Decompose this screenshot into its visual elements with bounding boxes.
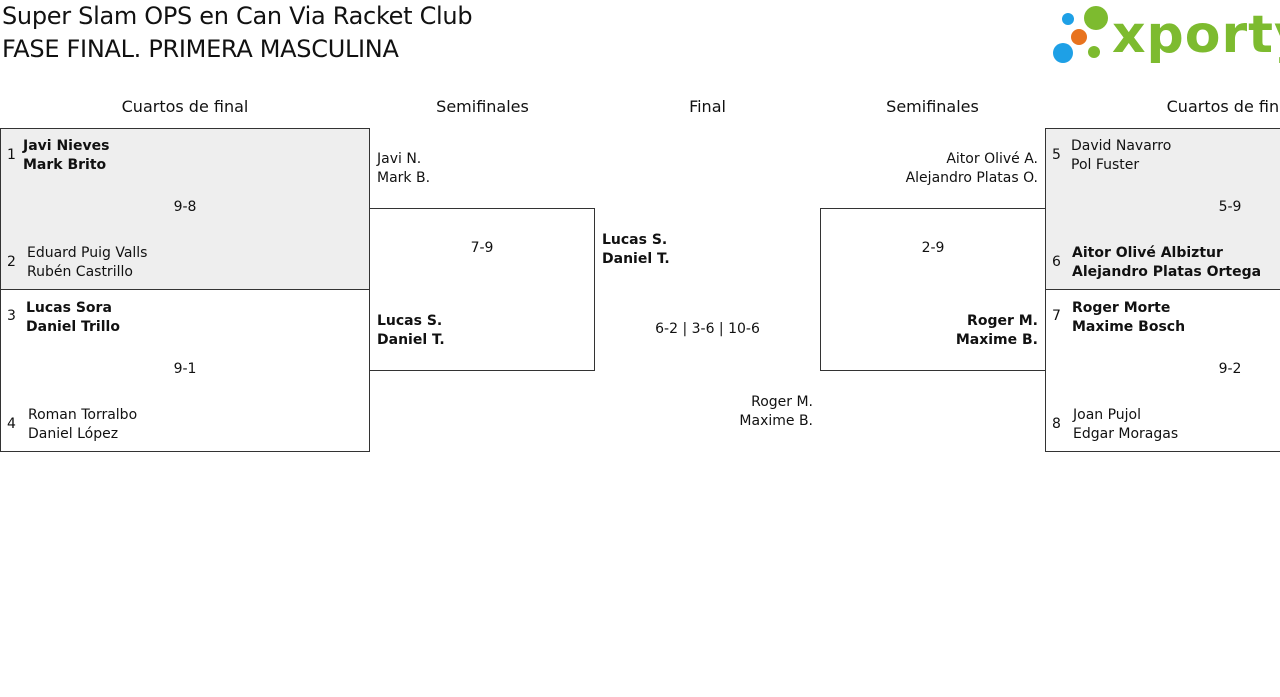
logo-wordmark: xporty [1112, 5, 1280, 65]
player-name: Maxime B. [739, 413, 813, 429]
qf-match-1 [0, 128, 370, 290]
sf-right-team-top: Aitor Olivé A. Alejandro Platas O. [840, 150, 1038, 188]
match-score: 2-9 [921, 240, 945, 256]
qf-match-3 [1045, 128, 1280, 290]
player-name: Edgar Moragas [1073, 426, 1179, 442]
player-name: Lucas S. [602, 232, 668, 248]
sf-right-team-winner: Roger M. Maxime B. [840, 312, 1038, 350]
seed-number: 7 [1052, 308, 1061, 324]
player-name: Aitor Olivé Albiztur [1072, 245, 1223, 261]
player-name: Maxime Bosch [1072, 319, 1186, 335]
team-winner: Lucas Sora Daniel Trillo [26, 299, 120, 337]
player-name: Mark B. [377, 170, 431, 186]
player-name: Roman Torralbo [28, 407, 138, 423]
xporty-logo: xporty [1050, 4, 1280, 66]
seed-number: 1 [7, 147, 16, 163]
match-score: 5-9 [1218, 199, 1242, 215]
team-winner: Roger Morte Maxime Bosch [1072, 299, 1185, 337]
player-name: Daniel Trillo [26, 319, 120, 335]
team-winner: Javi Nieves Mark Brito [23, 137, 109, 175]
player-name: Lucas Sora [26, 300, 112, 316]
player-name: Roger Morte [1072, 300, 1171, 316]
seed-number: 3 [7, 308, 16, 324]
sf-left-team-winner: Lucas S. Daniel T. [377, 312, 445, 350]
player-name: Rubén Castrillo [27, 264, 133, 280]
player-name: Roger M. [967, 313, 1038, 329]
team-winner: Aitor Olivé Albiztur Alejandro Platas Or… [1072, 244, 1261, 282]
player-name: Daniel López [28, 426, 119, 442]
match-score: 9-8 [173, 199, 197, 215]
seed-number: 6 [1052, 254, 1061, 270]
player-name: Mark Brito [23, 157, 107, 173]
player-name: Daniel T. [377, 332, 445, 348]
player-name: Alejandro Platas O. [905, 170, 1038, 186]
seed-number: 8 [1052, 416, 1061, 432]
round-label-qf-right: Cuartos de final [1166, 97, 1280, 116]
round-label-final: Final [689, 97, 726, 116]
player-name: Aitor Olivé A. [946, 151, 1038, 167]
round-label-qf-left: Cuartos de final [121, 97, 249, 116]
final-score: 6-2 | 3-6 | 10-6 [655, 321, 760, 337]
team-loser: Eduard Puig Valls Rubén Castrillo [27, 244, 147, 282]
player-name: Javi N. [377, 151, 422, 167]
team-loser: Roman Torralbo Daniel López [28, 406, 137, 444]
player-name: Eduard Puig Valls [27, 245, 148, 261]
final-team-runnerup: Roger M. Maxime B. [620, 393, 813, 431]
logo-dots-icon [1053, 6, 1108, 63]
match-score: 9-1 [173, 361, 197, 377]
phase-subtitle: FASE FINAL. PRIMERA MASCULINA [2, 35, 399, 63]
player-name: Daniel T. [602, 251, 670, 267]
tournament-title: Super Slam OPS en Can Via Racket Club [2, 2, 473, 30]
match-score: 9-2 [1218, 361, 1242, 377]
sf-left-team-top: Javi N. Mark B. [377, 150, 430, 188]
sf-left-match [369, 208, 595, 371]
match-score: 7-9 [470, 240, 494, 256]
team-loser: Joan Pujol Edgar Moragas [1073, 406, 1178, 444]
round-label-sf-left: Semifinales [436, 97, 529, 116]
player-name: Javi Nieves [23, 138, 110, 154]
player-name: Roger M. [751, 394, 813, 410]
player-name: Alejandro Platas Ortega [1072, 264, 1262, 280]
qf-match-4 [1045, 289, 1280, 452]
team-loser: David Navarro Pol Fuster [1071, 137, 1171, 175]
player-name: Pol Fuster [1071, 157, 1140, 173]
seed-number: 2 [7, 254, 16, 270]
seed-number: 5 [1052, 147, 1061, 163]
round-label-sf-right: Semifinales [886, 97, 979, 116]
player-name: Lucas S. [377, 313, 443, 329]
player-name: David Navarro [1071, 138, 1172, 154]
final-team-winner: Lucas S. Daniel T. [602, 231, 670, 269]
player-name: Maxime B. [955, 332, 1038, 348]
player-name: Joan Pujol [1073, 407, 1142, 423]
seed-number: 4 [7, 416, 16, 432]
